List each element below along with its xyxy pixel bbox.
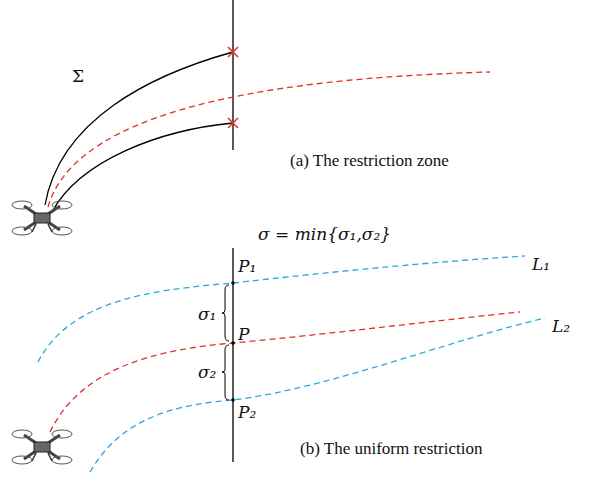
boundary-line — [232, 0, 233, 150]
point-label: P₂ — [238, 404, 256, 421]
boundary-line — [232, 248, 233, 462]
drone — [12, 430, 72, 464]
brace — [222, 345, 229, 400]
region-symbol: Σ — [72, 68, 84, 85]
brace — [222, 285, 229, 341]
curve-label: L₂ — [552, 318, 570, 335]
caption: (b) The uniform restriction — [300, 440, 482, 457]
point-label: P — [238, 326, 249, 343]
trajectory — [45, 52, 233, 205]
formula: σ = min{σ₁,σ₂} — [258, 226, 391, 243]
bound-curve — [38, 256, 525, 362]
star-marker — [228, 47, 238, 128]
point — [231, 281, 235, 402]
reference-path — [48, 72, 490, 207]
curve-label: L₁ — [532, 256, 550, 273]
distance-label: σ₂ — [198, 364, 216, 381]
drone — [12, 201, 72, 235]
caption: (a) The restriction zone — [290, 152, 449, 169]
reference-path — [50, 312, 520, 432]
point-label: P₁ — [238, 258, 256, 275]
distance-label: σ₁ — [198, 306, 216, 323]
trajectory — [52, 123, 233, 212]
bound-curve — [90, 318, 545, 472]
